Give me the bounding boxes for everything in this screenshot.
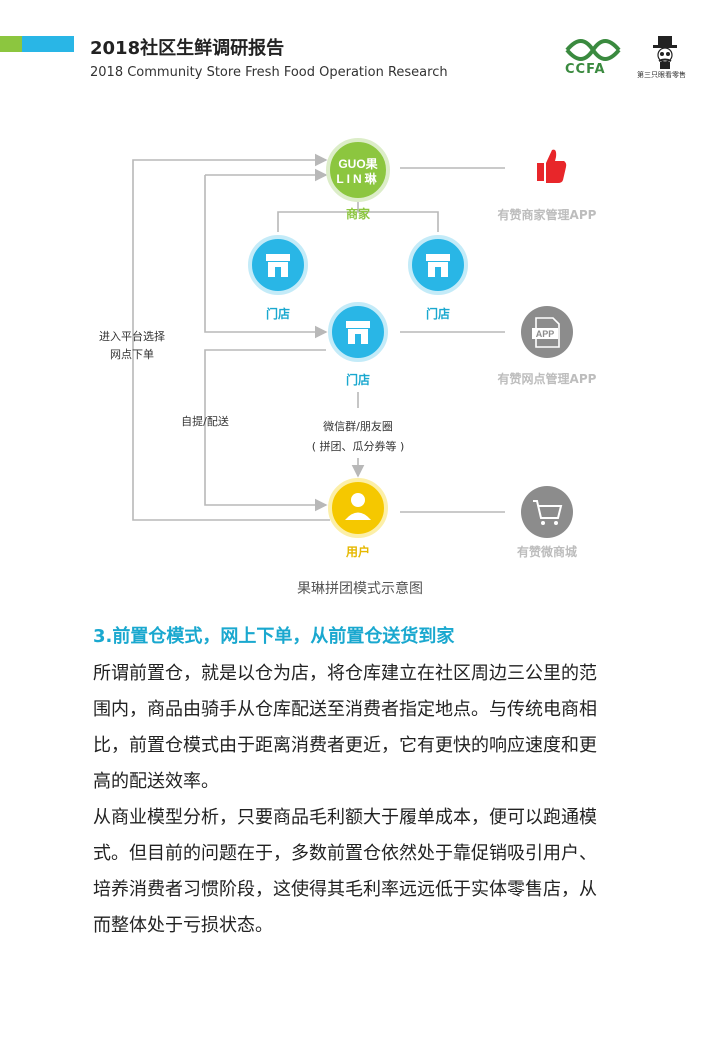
wechat-note-line1: 微信群/朋友圈 <box>323 419 393 433</box>
paragraph-2-line: 培养消费者习惯阶段，这使得其毛利率远远低于实体零售店，从 <box>93 879 597 900</box>
store-right-label: 门店 <box>426 306 450 321</box>
store-left-label: 门店 <box>266 306 290 321</box>
paragraph-1-line: 所谓前置仓，就是以仓为店，将仓库建立在社区周边三公里的范 <box>93 663 597 684</box>
report-title: 2018社区生鲜调研报告 <box>90 38 285 59</box>
store-center-icon <box>328 302 388 362</box>
pickup-delivery-note: 自提/配送 <box>181 414 229 428</box>
paragraph-2-line: 而整体处于亏损状态。 <box>93 915 273 936</box>
paragraph-2-line: 从商业模型分析，只要商品毛利额大于履单成本，便可以跑通模 <box>93 807 597 828</box>
mall-label: 有赞微商城 <box>517 544 577 559</box>
guolin-brand-line1: GUO果 <box>338 157 377 171</box>
hat-logo-icon <box>653 36 677 69</box>
outlet-app-label: 有赞网点管理APP <box>498 371 597 386</box>
wechat-note-line2: ( 拼团、瓜分券等 ) <box>312 439 405 453</box>
diagram-caption: 果琳拼团模式示意图 <box>297 581 423 597</box>
hat-logo-text: 第三只眼看零售 <box>637 71 686 79</box>
paragraph-1: 所谓前置仓，就是以仓为店，将仓库建立在社区周边三公里的范 围内，商品由骑手从仓库… <box>93 656 643 800</box>
store-right-icon <box>408 235 468 295</box>
groupbuy-model-diagram: GUO果 LIN琳 商家 门店 门店 门店 用户 进入平台选择 网点下单 自提/… <box>99 138 597 559</box>
ccfa-logo-icon <box>565 39 621 61</box>
merchant-app-label: 有赞商家管理APP <box>498 207 597 222</box>
left-note-line2: 网点下单 <box>110 348 154 361</box>
paragraph-1-line: 高的配送效率。 <box>93 771 219 792</box>
store-center-label: 门店 <box>346 372 370 387</box>
store-left-icon <box>248 235 308 295</box>
guolin-brand-line2: LIN琳 <box>336 171 379 186</box>
merchant-label: 商家 <box>346 206 371 221</box>
ccfa-logo-text: CCFA <box>565 62 606 77</box>
header-accent-green <box>0 36 22 52</box>
connector-lines <box>132 153 505 521</box>
thumbs-up-icon <box>537 149 567 183</box>
header-accent-blue <box>22 36 74 52</box>
paragraph-1-line: 围内，商品由骑手从仓库配送至消费者指定地点。与传统电商相 <box>93 699 597 720</box>
paragraph-2: 从商业模型分析，只要商品毛利额大于履单成本，便可以跑通模 式。但目前的问题在于，… <box>93 800 643 944</box>
paragraph-2-line: 式。但目前的问题在于，多数前置仓依然处于靠促销吸引用户、 <box>93 843 597 864</box>
user-icon <box>328 478 388 538</box>
guolin-brand-icon <box>326 138 390 202</box>
user-label: 用户 <box>345 544 370 559</box>
section-title: 3.前置仓模式，网上下单，从前置仓送货到家 <box>93 626 455 647</box>
left-note-line1: 进入平台选择 <box>99 329 165 343</box>
app-icon-text: APP <box>536 329 555 339</box>
shopping-cart-icon <box>521 486 573 538</box>
paragraph-1-line: 比，前置仓模式由于距离消费者更近，它有更快的响应速度和更 <box>93 735 597 756</box>
app-file-icon <box>521 306 573 358</box>
report-subtitle: 2018 Community Store Fresh Food Operatio… <box>90 65 448 80</box>
